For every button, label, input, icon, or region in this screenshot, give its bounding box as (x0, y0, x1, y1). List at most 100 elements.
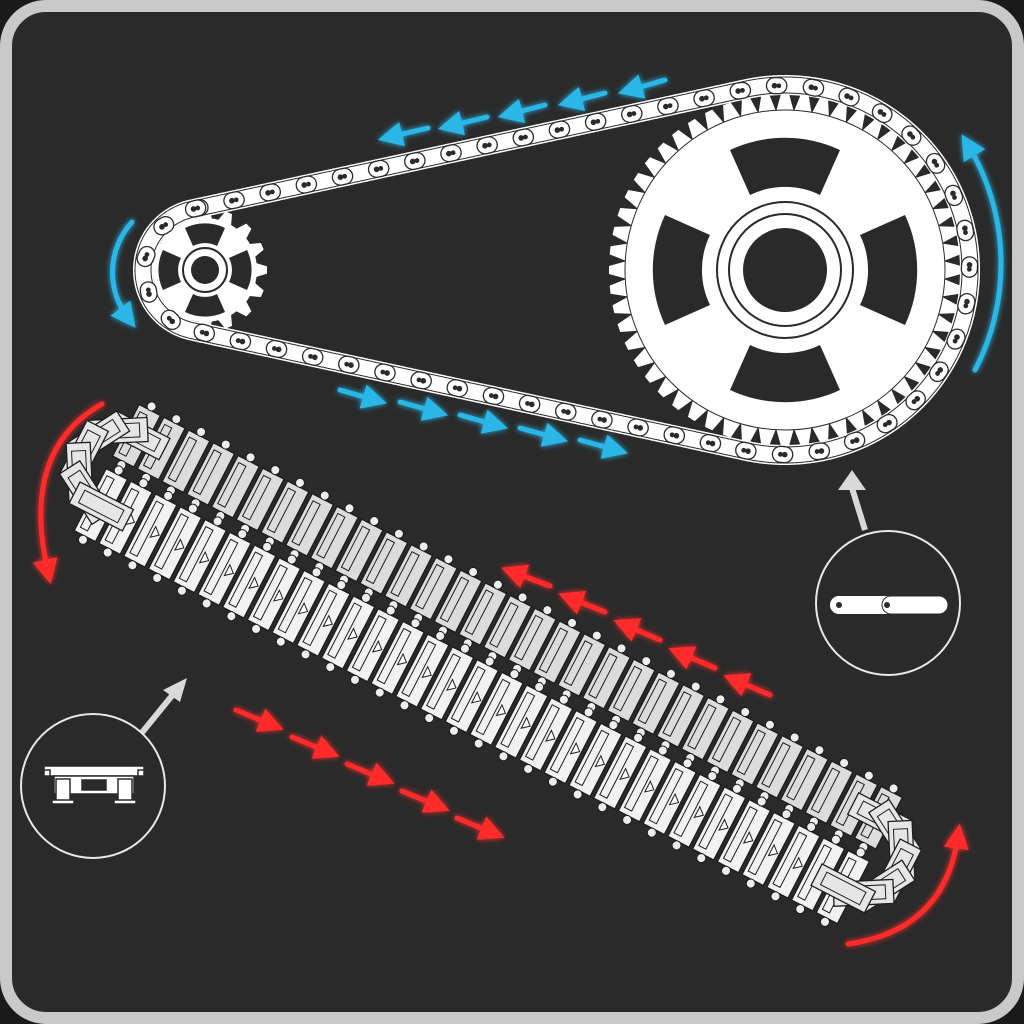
chain-link (591, 410, 613, 429)
chain-link (627, 418, 649, 437)
sprocket-tooth (776, 428, 794, 446)
chain-link (584, 112, 607, 131)
chain-link (946, 328, 966, 350)
chain-link-callout (815, 470, 961, 676)
arrow-small-sprocket-arc (110, 219, 136, 328)
track-shoe (444, 656, 500, 736)
chain-link (838, 87, 860, 107)
track-chain (33, 401, 969, 947)
track-shoe (655, 681, 706, 751)
sprocket-tooth (902, 361, 926, 383)
chain-diagram (20, 74, 1004, 947)
track-arrow-upper-1 (723, 673, 773, 698)
sprocket-tooth (633, 346, 657, 368)
sprocket-tooth (793, 425, 812, 446)
chain-link (693, 89, 715, 108)
sprocket-tooth (940, 278, 961, 297)
chain-link (410, 371, 432, 390)
sprocket-tooth (776, 94, 794, 112)
chain-link (699, 434, 722, 453)
chain-link (944, 184, 964, 207)
sprocket-hub (743, 228, 827, 312)
track-shoe (592, 732, 648, 813)
arrow-top-3 (497, 98, 548, 123)
track-shoe (556, 630, 607, 700)
track-shoe (482, 592, 533, 662)
sprocket-tooth (609, 243, 630, 262)
sprocket-tooth (644, 157, 668, 179)
sprocket-tooth (913, 346, 937, 368)
chain-link (136, 245, 156, 268)
track-shoe (196, 529, 253, 609)
chain-link (160, 309, 181, 331)
large-sprocket (609, 94, 961, 446)
sprocket-tooth (876, 129, 898, 153)
track-shoe (295, 580, 352, 660)
track-arrow-upper-5 (501, 564, 553, 589)
chain-link (482, 386, 505, 406)
sprocket-tooth (233, 298, 252, 317)
chain-link (555, 402, 577, 421)
chain-link (518, 394, 541, 413)
chain-link (957, 292, 976, 315)
arrow-bottom-1 (337, 384, 388, 409)
chain-link (404, 151, 426, 171)
track-shoe (642, 758, 698, 838)
sprocket-tooth (940, 243, 961, 262)
arrow-top-1 (617, 74, 668, 99)
track-shoe (345, 605, 401, 685)
chain-link (184, 199, 207, 218)
chain-link (548, 120, 571, 139)
chain-link-icon (830, 595, 949, 615)
track-arrow-lower-3 (344, 761, 395, 786)
track-shoe (320, 592, 376, 673)
track-shoe (507, 605, 558, 674)
arrow-top-4 (437, 110, 490, 136)
chain-link (440, 144, 462, 163)
track-shoe (419, 643, 475, 724)
chain-link (446, 379, 469, 398)
track-shoe (221, 541, 277, 622)
chain-link (843, 431, 866, 451)
chain-link (139, 281, 158, 303)
track-shoe (433, 566, 483, 636)
track-arrow-upper-3 (613, 618, 663, 643)
chain-link (229, 332, 252, 351)
track-shoe (716, 796, 772, 876)
track-shoe (567, 720, 624, 800)
chain-link (802, 78, 825, 97)
chain-link (259, 183, 281, 202)
sprocket-tooth (609, 261, 627, 279)
chain-link (876, 413, 898, 434)
track-shoe (394, 630, 450, 711)
track-shoe (369, 618, 426, 698)
sprocket-tooth (233, 223, 252, 242)
sprocket-spoke-cutouts (652, 137, 918, 403)
track-shoe (581, 643, 632, 713)
track-shoe (271, 567, 327, 647)
sprocket-tooth (876, 387, 898, 411)
track-shoe (543, 707, 599, 787)
chain-link (771, 445, 794, 464)
sprocket-tooth (902, 157, 926, 179)
track-shoe (334, 516, 384, 585)
track-link-icon (43, 765, 145, 805)
track-shoe (729, 719, 780, 789)
track-shoe (358, 528, 409, 598)
track-shoe (147, 503, 203, 583)
track-shoe (246, 554, 302, 634)
track-arrow-lower-5 (454, 815, 505, 840)
chain-link (657, 96, 679, 116)
chain-link (960, 256, 979, 278)
chain-link (367, 159, 390, 178)
roller-chain-direction-arrows (110, 74, 1004, 459)
track-shoe (518, 694, 574, 774)
track-shoe (606, 656, 657, 725)
sprocket-tooth (672, 129, 694, 153)
track-shoe (666, 771, 723, 851)
chain-link (901, 125, 922, 146)
track-arrow-lower-1 (233, 707, 284, 732)
chain-link (905, 390, 926, 411)
roller-chain (133, 75, 980, 465)
track-shoe (185, 439, 236, 509)
